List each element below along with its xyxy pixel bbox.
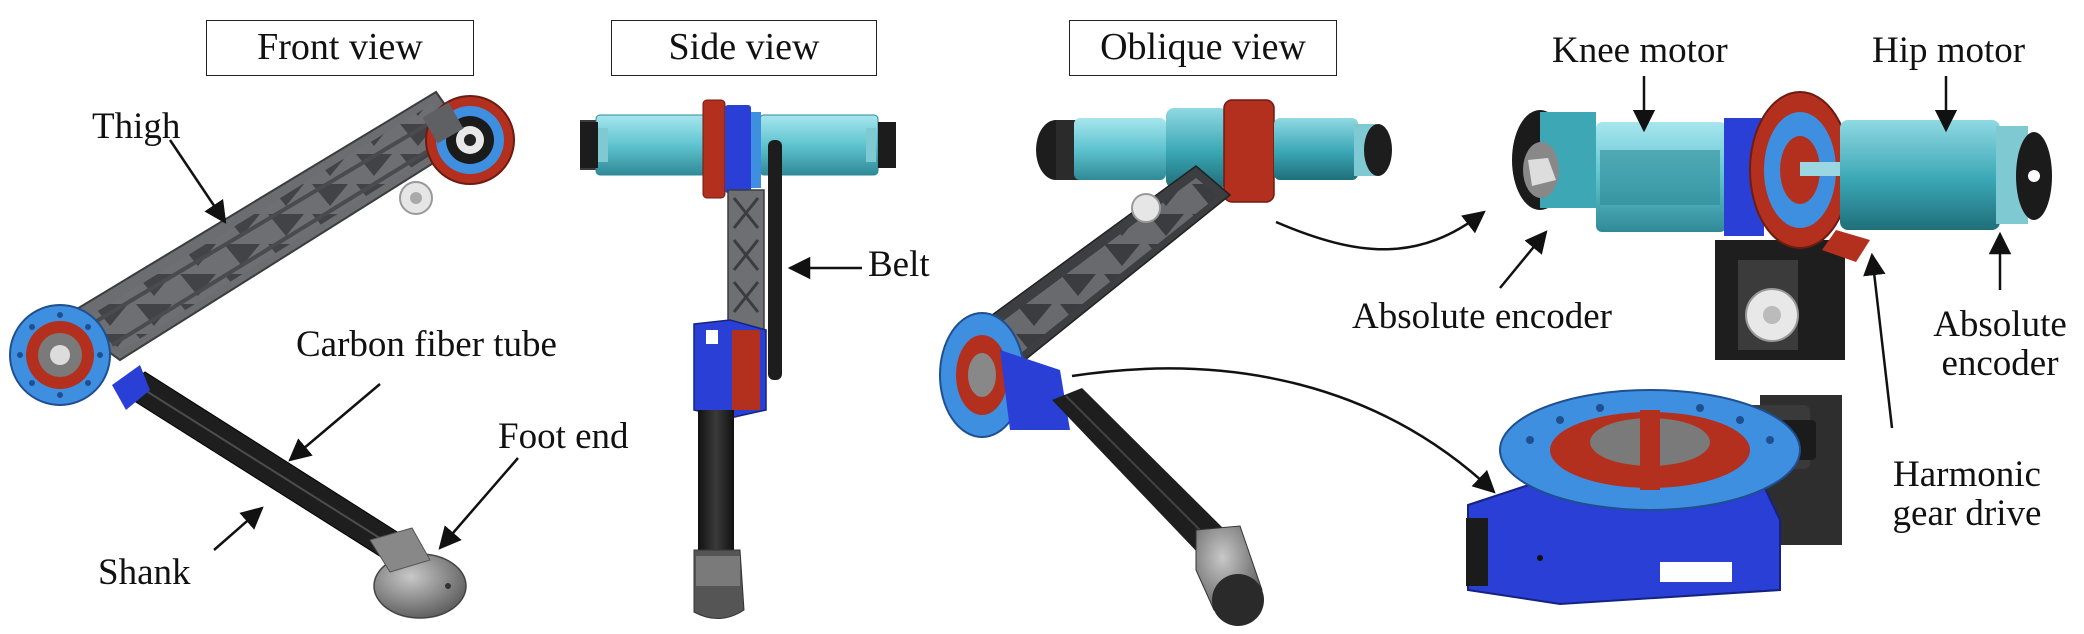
label-thigh: Thigh [92,106,181,147]
arrow-abs-encoder-left [1499,230,1548,289]
front-foot-end [369,527,467,619]
label-foot-end: Foot end [498,416,629,457]
arrow-foot-end [438,457,519,550]
label-absolute-encoder-right-line2: encoder [1941,342,2059,384]
label-harmonic-gear-drive-line1: Harmonic [1893,454,2041,495]
arrow-carbon-tube [288,383,381,462]
arrow-harmonic-gear [1863,252,1894,429]
arrow-oblique-to-knee-detail [1071,367,1496,494]
label-belt: Belt [868,244,930,285]
oblique-knee-motor [1074,118,1166,180]
front-knee-joint [9,304,111,406]
label-knee-motor: Knee motor [1552,30,1728,71]
side-knee-motor [595,114,715,176]
label-shank: Shank [98,552,191,593]
knee-detail-cutaway [1466,389,1842,606]
oblique-hip-motor [1274,118,1358,180]
label-carbon-fiber-tube: Carbon fiber tube [296,324,557,365]
side-view-title: Side view [611,20,877,76]
oblique-view-leg [939,99,1392,626]
front-hip-joint [422,95,515,185]
side-view-leg [580,99,896,619]
arrow-thigh [168,139,227,224]
side-shank-tube [698,410,734,560]
motor-detail-cutaway [1512,91,2052,360]
label-hip-motor: Hip motor [1872,30,2026,71]
label-harmonic-gear-drive: Harmonic gear drive [1862,454,2072,534]
label-absolute-encoder-right: Absolute encoder [1920,304,2080,384]
label-absolute-encoder-right-line1: Absolute [1933,304,2067,345]
arrow-oblique-to-motor-detail [1275,210,1486,251]
front-view-leg [9,90,515,619]
label-absolute-encoder-left: Absolute encoder [1352,296,1612,337]
front-shank-tube [112,365,403,561]
front-view-title: Front view [206,20,474,76]
side-belt [768,140,782,380]
arrow-shank [213,506,264,551]
oblique-view-title: Oblique view [1069,20,1337,76]
annotation-arrows [168,76,2012,551]
label-harmonic-gear-drive-line2: gear drive [1892,492,2042,534]
detail-hip-motor-body [1840,120,2000,230]
